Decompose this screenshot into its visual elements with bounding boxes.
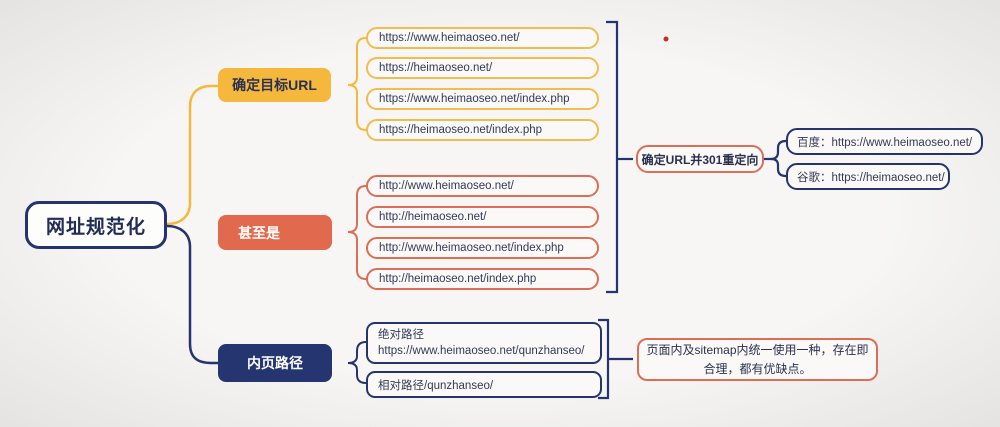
- red-dot-marker: [663, 36, 669, 42]
- node-root[interactable]: 网址规范化: [25, 201, 167, 249]
- node-url-http-www[interactable]: http://www.heimaoseo.net/: [366, 175, 599, 197]
- node-sitemap-note[interactable]: 页面内及sitemap内统一使用一种，存在即合理，都有优缺点。: [637, 338, 878, 381]
- node-url-http-www-index[interactable]: http://www.heimaoseo.net/index.php: [366, 237, 599, 259]
- node-url-http-naked[interactable]: http://heimaoseo.net/: [366, 206, 599, 228]
- brace-engines: [770, 139, 788, 178]
- node-url-http-naked-index[interactable]: http://heimaoseo.net/index.php: [366, 268, 599, 290]
- node-google-preference[interactable]: 谷歌：https://heimaoseo.net/: [786, 163, 950, 190]
- node-even[interactable]: 甚至是: [218, 215, 332, 250]
- node-url-https-naked[interactable]: https://heimaoseo.net/: [366, 57, 599, 79]
- bracket-url-group: [606, 20, 619, 294]
- node-url-https-www[interactable]: https://www.heimaoseo.net/: [366, 27, 599, 49]
- absolute-path-url: https://www.heimaoseo.net/qunzhanseo/: [378, 345, 585, 357]
- node-url-https-www-index[interactable]: https://www.heimaoseo.net/index.php: [366, 88, 599, 110]
- brace-inner-paths: [347, 341, 367, 384]
- edge-root-to-inner: [165, 224, 220, 365]
- edge-root-to-target: [165, 84, 220, 226]
- node-inner-path[interactable]: 内页路径: [218, 344, 332, 382]
- node-target-url[interactable]: 确定目标URL: [218, 68, 331, 102]
- brace-even-urls: [347, 185, 367, 280]
- node-redirect-301[interactable]: 确定URL并301重定向: [636, 145, 764, 173]
- absolute-path-label: 绝对路径: [378, 328, 424, 341]
- node-url-https-naked-index[interactable]: https://heimaoseo.net/index.php: [366, 119, 599, 141]
- brace-target-urls: [347, 37, 367, 131]
- node-baidu-preference[interactable]: 百度：https://www.heimaoseo.net/: [786, 128, 983, 155]
- node-relative-path[interactable]: 相对路径/qunzhanseo/: [366, 371, 602, 398]
- node-absolute-path[interactable]: 绝对路径 https://www.heimaoseo.net/qunzhanse…: [366, 322, 602, 364]
